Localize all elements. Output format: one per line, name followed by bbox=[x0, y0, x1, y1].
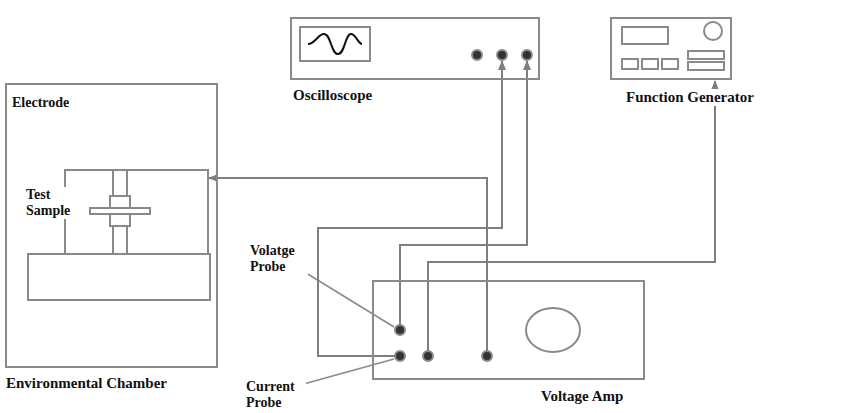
signal-wire bbox=[400, 61, 527, 325]
generator-button bbox=[642, 59, 658, 69]
amp-terminal bbox=[395, 325, 405, 335]
chamber-box: Environmental Chamber bbox=[5, 83, 218, 368]
amp-terminal bbox=[395, 351, 405, 361]
generator-button bbox=[622, 59, 638, 69]
generator-button bbox=[662, 59, 678, 69]
scope-terminal bbox=[522, 50, 532, 60]
box-title: Voltage Amp bbox=[540, 388, 624, 405]
box-title: Oscilloscope bbox=[292, 87, 373, 104]
scope-wave bbox=[308, 34, 362, 54]
part-label: Electrode bbox=[12, 95, 69, 111]
amplifier-box: Voltage Amp bbox=[372, 280, 645, 380]
oscilloscope-box: Oscilloscope bbox=[290, 17, 540, 80]
part-label: Volatge Probe bbox=[250, 243, 308, 275]
scope-screen bbox=[300, 27, 370, 61]
sample-disc bbox=[90, 208, 150, 214]
part-label: Current Probe bbox=[246, 379, 306, 411]
scope-terminal bbox=[497, 50, 507, 60]
signal-wire bbox=[209, 178, 487, 351]
part-label: Test Sample bbox=[26, 187, 84, 219]
generator-button bbox=[688, 51, 724, 59]
generator-display bbox=[622, 27, 668, 44]
generator-button bbox=[688, 62, 724, 70]
signal-wire bbox=[428, 81, 715, 351]
generator-box: Function Generator bbox=[610, 17, 732, 80]
scope-terminal bbox=[472, 50, 482, 60]
electrode-frame bbox=[65, 170, 208, 254]
amp-terminal bbox=[482, 351, 492, 361]
box-title: Function Generator bbox=[625, 89, 755, 106]
leader-line bbox=[300, 359, 394, 385]
amp-dial bbox=[526, 308, 580, 352]
generator-knob bbox=[704, 22, 722, 40]
leader-line bbox=[298, 268, 394, 327]
signal-wire bbox=[318, 61, 502, 356]
amp-terminal bbox=[423, 351, 433, 361]
box-title: Environmental Chamber bbox=[5, 375, 168, 392]
chamber-base bbox=[28, 254, 210, 300]
